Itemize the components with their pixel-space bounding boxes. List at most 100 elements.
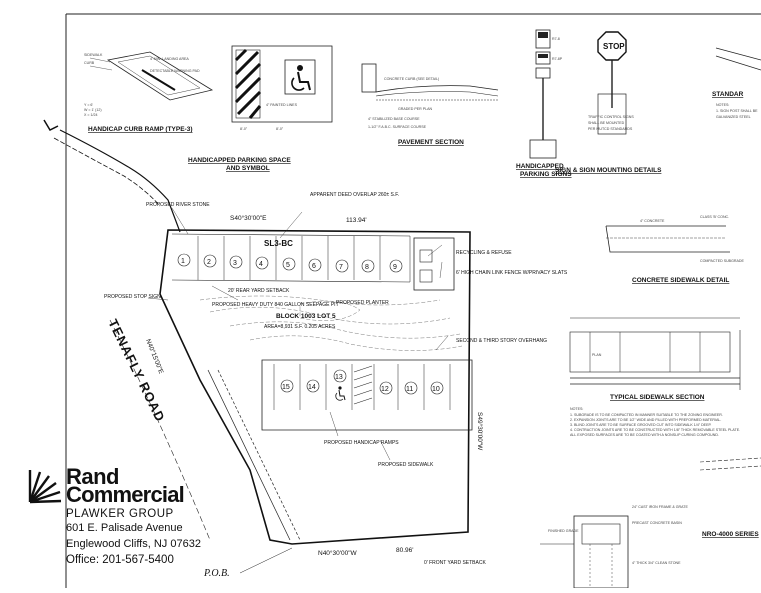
brand-group: PLAWKER GROUP (66, 508, 174, 520)
stall-14: 14 (308, 384, 316, 391)
stall-10: 10 (432, 386, 440, 393)
note-planter: PROPOSED PLANTER (336, 300, 389, 306)
svg-text:2. EXPANSION JOINTS ARE TO BE: 2. EXPANSION JOINTS ARE TO BE 1/2" WIDE … (570, 418, 721, 422)
svg-text:SHALL BE MOUNTED: SHALL BE MOUNTED (588, 121, 625, 125)
address-city: Englewood Cliffs, NJ 07632 (66, 538, 201, 550)
svg-text:4" CONCRETE: 4" CONCRETE (640, 219, 665, 223)
stall-13: 13 (335, 374, 343, 381)
svg-text:X = 1/24: X = 1/24 (84, 113, 98, 117)
pavement-title: PAVEMENT SECTION (398, 139, 464, 146)
note-handicap-ramps: PROPOSED HANDICAP RAMPS (324, 440, 399, 446)
svg-text:4" STABILIZED BASE COURSE: 4" STABILIZED BASE COURSE (368, 117, 420, 121)
parking-space-title-line2: AND SYMBOL (226, 165, 270, 172)
svg-text:1-1/2" F.A.B.C. SURFACE COURSE: 1-1/2" F.A.B.C. SURFACE COURSE (368, 125, 427, 129)
detail-nro-series: FINISHED GRADE 24" CAST IRON FRAME & GRA… (540, 505, 759, 589)
svg-text:GALVANIZED STEEL: GALVANIZED STEEL (716, 115, 751, 119)
detail-pavement: CONCRETE CURB (SEE DETAIL) GRADED PER PL… (361, 63, 499, 146)
svg-text:8'-0": 8'-0" (276, 127, 284, 131)
stall-9: 9 (393, 264, 397, 271)
stop-sign-label: STOP (603, 42, 625, 51)
parking-row-bottom: 15 14 13 12 11 10 (273, 364, 451, 410)
detail-curb-ramp: SIDEWALK CURB 4' MIN. LANDING AREA DETEC… (84, 51, 214, 133)
nro-series-title: NRO-4000 SERIES (702, 531, 759, 538)
svg-text:R7-8P: R7-8P (552, 57, 563, 61)
address-street: 601 E. Palisade Avenue (66, 522, 183, 534)
svg-text:1. SUBGRADE IS TO BE COMPACTED: 1. SUBGRADE IS TO BE COMPACTED IN MANNER… (570, 413, 723, 417)
stall-1: 1 (181, 258, 185, 265)
parking-signs-title-line1: HANDICAPPED (516, 163, 564, 170)
stop-sign-icon (597, 31, 627, 61)
curb-ramp-title: HANDICAP CURB RAMP (TYPE-3) (88, 126, 193, 133)
distance-top: 113.94' (346, 217, 367, 224)
svg-text:PRECAST CONCRETE BASIN: PRECAST CONCRETE BASIN (632, 521, 682, 525)
svg-text:CURB: CURB (84, 61, 95, 65)
detail-typical-sidewalk: PLAN TYPICAL SIDEWALK SECTION NOTES: 1. … (569, 317, 761, 471)
brand-line-1: Rand (66, 464, 120, 489)
parking-signs-title-line2: PARKING SIGNS (520, 171, 572, 178)
svg-text:CONCRETE CURB (SEE DETAIL): CONCRETE CURB (SEE DETAIL) (384, 77, 439, 81)
lot-area: AREA=8,931 S.F. 0.205 ACRES (264, 324, 336, 330)
svg-text:PER MUTCD STANDARDS: PER MUTCD STANDARDS (588, 127, 633, 131)
svg-text:CLASS 'B' CONC.: CLASS 'B' CONC. (700, 215, 729, 219)
stall-5: 5 (286, 262, 290, 269)
sunburst-logo-icon (28, 470, 62, 504)
svg-text:24" CAST IRON FRAME & GRATE: 24" CAST IRON FRAME & GRATE (632, 505, 688, 509)
stall-2: 2 (207, 259, 211, 266)
svg-text:4" PAINTED LINES: 4" PAINTED LINES (266, 103, 298, 107)
svg-text:FINISHED GRADE: FINISHED GRADE (548, 529, 579, 533)
svg-text:1. SIGN POST SHALL BE: 1. SIGN POST SHALL BE (716, 109, 758, 113)
note-fence: 6' HIGH CHAIN LINK FENCE W/PRIVACY SLATS (456, 270, 568, 276)
svg-text:PLAN: PLAN (592, 353, 602, 357)
svg-text:GRADED PER PLAN: GRADED PER PLAN (398, 107, 433, 111)
svg-text:COMPACTED SUBGRADE: COMPACTED SUBGRADE (700, 259, 744, 263)
svg-text:3. BLIND JOINTS ARE TO BE SURF: 3. BLIND JOINTS ARE TO BE SURFACE GROOVE… (570, 423, 711, 427)
zone-label: SL3-BC (264, 239, 293, 248)
svg-text:SIDEWALK: SIDEWALK (84, 53, 103, 57)
stall-8: 8 (365, 264, 369, 271)
bearing-left: N40°15'00"E (144, 338, 165, 376)
stall-6: 6 (312, 263, 316, 270)
point-of-beginning: P.O.B. (203, 568, 230, 579)
bearing-bottom: N40°30'00"W (318, 549, 358, 557)
concrete-sidewalk-title: CONCRETE SIDEWALK DETAIL (632, 277, 729, 284)
svg-text:R7-8: R7-8 (552, 37, 560, 41)
handicap-symbol-icon (335, 386, 346, 401)
svg-text:TRAFFIC CONTROL SIGNS: TRAFFIC CONTROL SIGNS (588, 115, 634, 119)
note-sidewalk: PROPOSED SIDEWALK (378, 462, 434, 468)
detail-sign-mounting: STOP TRAFFIC CONTROL SIGNS SHALL BE MOUN… (555, 31, 761, 174)
rand-commercial-logo: Rand Commercial PLAWKER GROUP 601 E. Pal… (26, 466, 256, 586)
stall-12: 12 (381, 386, 389, 393)
parking-row-top: 1 2 3 4 5 6 7 8 9 (171, 233, 411, 283)
stall-15: 15 (282, 384, 290, 391)
lot-info: BLOCK 1003 LOT 5 (276, 313, 336, 320)
svg-text:NOTES:: NOTES: (570, 407, 583, 411)
bearing-right: S49°30'00"W (476, 412, 484, 451)
note-river-stone: PROPOSED RIVER STONE (146, 202, 210, 208)
note-rear-setback: 20' REAR YARD SETBACK (228, 288, 290, 294)
distance-bottom: 80.96' (396, 547, 414, 554)
stall-4: 4 (259, 261, 263, 268)
office-phone: Office: 201-567-5400 (66, 554, 174, 566)
svg-text:4' MIN. LANDING AREA: 4' MIN. LANDING AREA (150, 57, 189, 61)
note-seepage-pit: PROPOSED HEAVY DUTY 840 GALLON SEEPAGE P… (212, 302, 339, 308)
bearing-top: S40°30'00"E (230, 214, 267, 222)
svg-text:ALL EXPOSED SURFACES ARE TO BE: ALL EXPOSED SURFACES ARE TO BE COATED WI… (570, 433, 719, 437)
stall-7: 7 (339, 264, 343, 271)
svg-text:DETECTABLE WARNING PAD: DETECTABLE WARNING PAD (150, 69, 200, 73)
sign-mounting-title: SIGN & SIGN MOUNTING DETAILS (555, 167, 662, 174)
parking-space-title-line1: HANDICAPPED PARKING SPACE (188, 157, 291, 164)
stall-11: 11 (406, 386, 413, 393)
detail-parking-signs: R7-8 R7-8P HANDICAPPED PARKING SIGNS (516, 29, 572, 178)
standard-title: STANDAR (712, 91, 744, 98)
note-front-setback: 0' FRONT YARD SETBACK (424, 560, 486, 566)
stall-3: 3 (233, 260, 237, 267)
note-deed-overlap: APPARENT DEED OVERLAP 260± S.F. (310, 192, 399, 198)
detail-parking-space: 4" PAINTED LINES 8'-0" 8'-0" HANDICAPPED… (188, 45, 333, 172)
note-recycling: RECYCLING & REFUSE (456, 250, 512, 256)
brand-line-2: Commercial (66, 482, 185, 507)
svg-text:NOTES:: NOTES: (716, 103, 729, 107)
svg-text:4. CONTRACTION JOINTS ARE TO B: 4. CONTRACTION JOINTS ARE TO BE CONSTRUC… (570, 428, 740, 432)
svg-text:W = 1' (12): W = 1' (12) (84, 108, 102, 112)
